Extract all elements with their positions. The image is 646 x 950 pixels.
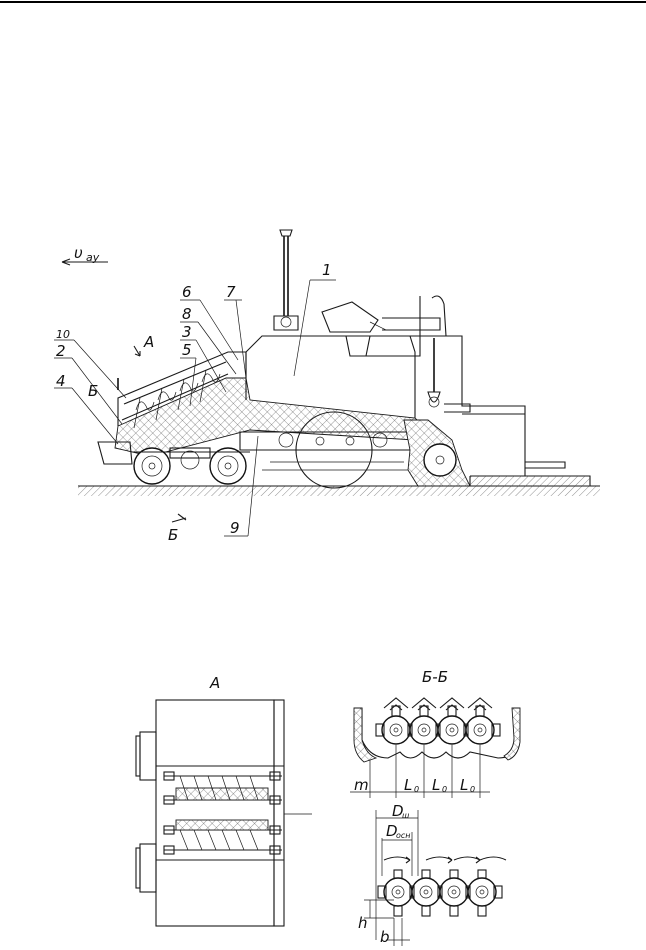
speed-subscript: ау	[86, 251, 100, 264]
dim-d-osn-sub: осн	[396, 831, 411, 840]
view-a-arrow-label: А	[143, 333, 154, 351]
auger-flights	[133, 369, 221, 429]
dim-d-w: D	[392, 802, 404, 820]
section-b-b: Б-Б m	[350, 668, 521, 946]
dim-l0-3: L	[460, 776, 468, 794]
dim-l0-2: L	[432, 776, 440, 794]
label-9: 9	[230, 519, 240, 537]
dim-d-osn: D	[386, 822, 398, 840]
dim-l0-1-sub: 0	[414, 785, 419, 794]
label-10: 10	[56, 328, 70, 341]
label-1: 1	[322, 261, 332, 279]
dim-m: m	[354, 776, 369, 794]
label-3: 3	[182, 323, 192, 341]
label-7: 7	[226, 283, 236, 301]
dim-l0-3-sub: 0	[470, 785, 475, 794]
view-a-title: А	[209, 674, 220, 692]
section-title: Б-Б	[422, 668, 448, 686]
label-2: 2	[56, 342, 66, 360]
section-b-bottom-label: Б	[168, 526, 178, 544]
label-6: 6	[182, 283, 192, 301]
section-b-top-label: Б	[88, 382, 98, 400]
dim-d-w-sub: ш	[402, 811, 410, 820]
numbered-labels: υ ау 1 6 7 8 3 5 10 2 4 9 А Б Б	[56, 244, 332, 544]
label-8: 8	[182, 305, 192, 323]
speed-symbol: υ	[74, 244, 83, 262]
leader-lines	[54, 279, 336, 537]
dim-l0-1: L	[404, 776, 412, 794]
section-augers	[375, 705, 501, 745]
view-a: А	[135, 674, 312, 927]
label-4: 4	[56, 372, 66, 390]
paver-side-view	[61, 229, 600, 496]
dim-b: b	[380, 928, 390, 946]
dim-l0-2-sub: 0	[442, 785, 447, 794]
label-5: 5	[182, 341, 192, 359]
dim-h: h	[358, 914, 368, 932]
